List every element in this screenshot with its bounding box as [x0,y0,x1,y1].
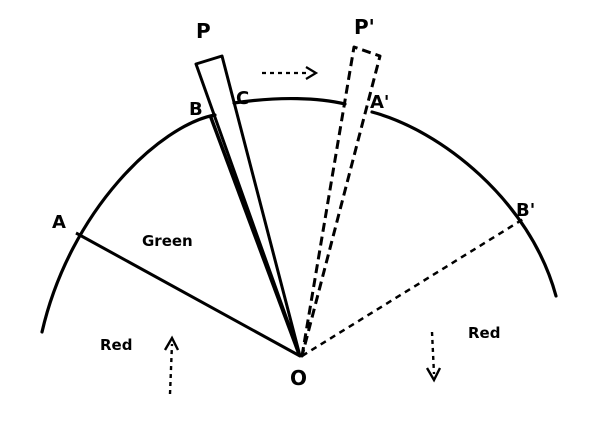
label-b: B [189,99,203,120]
label-red-right: Red [468,324,500,342]
arc-left [40,113,217,334]
label-green: Green [142,232,193,250]
pointer-p-edge [208,114,301,355]
arc-right [370,110,558,298]
label-p: P [196,19,211,43]
motion-arrow-right-head [425,367,442,383]
pointer-p-prime [300,45,382,358]
motion-arrow-right [430,331,436,375]
label-p-prime: P' [354,15,375,39]
radius-oa [75,231,301,358]
motion-arrow-left-head [163,335,180,351]
label-b-prime: B' [516,200,535,221]
motion-arrow-left [168,343,174,395]
pointer-p [194,54,302,358]
label-c: C [236,88,249,109]
label-a: A [52,212,66,233]
label-red-left: Red [100,336,132,354]
label-a-prime: A' [370,92,389,113]
arc-top [232,96,347,106]
label-o: O [290,366,307,390]
motion-arrow-top-head [305,66,319,80]
